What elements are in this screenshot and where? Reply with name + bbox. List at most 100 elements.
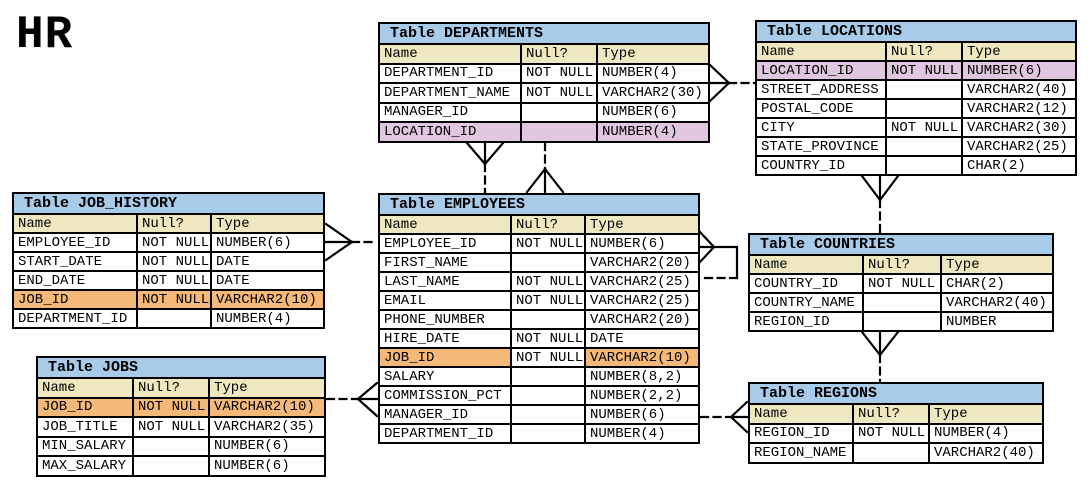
name-cell: START_DATE: [14, 253, 136, 270]
null-cell: NOT NULL: [862, 275, 940, 292]
type-cell: VARCHAR2(25): [961, 138, 1075, 155]
column-header-type: Type: [208, 379, 324, 397]
null-cell: NOT NULL: [136, 272, 210, 289]
name-cell: MIN_SALARY: [38, 437, 132, 455]
null-cell: NOT NULL: [510, 349, 584, 366]
name-cell: LOCATION_ID: [380, 123, 520, 141]
column-header-null: Null?: [136, 215, 210, 232]
name-cell: FIRST_NAME: [380, 254, 510, 271]
countries-title-bar: Table COUNTRIES: [750, 235, 1052, 254]
null-cell: [132, 437, 208, 455]
table-title: Table REGIONS: [760, 385, 878, 402]
null-cell: [885, 138, 961, 155]
table-title: Table COUNTRIES: [760, 236, 896, 253]
null-cell: [510, 425, 584, 442]
name-cell: STATE_PROVINCE: [757, 138, 885, 155]
type-cell: VARCHAR2(20): [584, 311, 698, 328]
column-header-null: Null?: [520, 45, 596, 63]
null-cell: [862, 313, 940, 330]
type-cell: NUMBER(4): [584, 425, 698, 442]
name-cell: PHONE_NUMBER: [380, 311, 510, 328]
type-cell: VARCHAR2(40): [961, 81, 1075, 98]
name-cell: DEPARTMENT_ID: [380, 425, 510, 442]
rel-employees-departments: [525, 141, 565, 194]
type-cell: NUMBER(6): [208, 437, 324, 455]
name-cell: HIRE_DATE: [380, 330, 510, 347]
type-cell: VARCHAR2(10): [584, 349, 698, 366]
null-cell: [885, 157, 961, 174]
type-cell: NUMBER(6): [584, 406, 698, 423]
table-title: Table LOCATIONS: [767, 23, 903, 40]
type-cell: CHAR(2): [961, 157, 1075, 174]
employees-row-department-id: DEPARTMENT_ID NUMBER(4): [380, 423, 698, 442]
rel-departments-locations: [708, 63, 757, 103]
null-cell: NOT NULL: [520, 84, 596, 102]
type-cell: VARCHAR2(30): [596, 84, 708, 102]
name-cell: DEPARTMENT_ID: [14, 310, 136, 327]
type-cell: VARCHAR2(20): [584, 254, 698, 271]
column-header-type: Type: [596, 45, 708, 63]
name-cell: REGION_NAME: [750, 444, 852, 462]
name-cell: JOB_TITLE: [38, 418, 132, 436]
locations-row-country-id: COUNTRY_ID CHAR(2): [757, 155, 1075, 174]
column-header-null: Null?: [862, 256, 940, 273]
name-cell: SALARY: [380, 368, 510, 385]
rel-locations-countries: [860, 174, 900, 234]
null-cell: NOT NULL: [885, 62, 961, 79]
type-cell: VARCHAR2(25): [584, 292, 698, 309]
null-cell: NOT NULL: [510, 330, 584, 347]
name-cell: COUNTRY_ID: [757, 157, 885, 174]
type-cell: VARCHAR2(40): [940, 294, 1052, 311]
null-cell: NOT NULL: [132, 418, 208, 436]
null-cell: NOT NULL: [885, 119, 961, 136]
type-cell: VARCHAR2(35): [208, 418, 324, 436]
rel-departments-employees-manager: [465, 141, 505, 194]
type-cell: CHAR(2): [940, 275, 1052, 292]
column-header-type: Type: [940, 256, 1052, 273]
name-cell: EMPLOYEE_ID: [380, 235, 510, 252]
null-cell: [510, 311, 584, 328]
name-cell: MANAGER_ID: [380, 406, 510, 423]
column-header-name: Name: [38, 379, 132, 397]
name-cell: LAST_NAME: [380, 273, 510, 290]
type-cell: NUMBER(6): [208, 457, 324, 475]
null-cell: NOT NULL: [510, 235, 584, 252]
null-cell: NOT NULL: [520, 64, 596, 82]
null-cell: NOT NULL: [136, 234, 210, 251]
column-header-name: Name: [750, 256, 862, 273]
null-cell: [885, 81, 961, 98]
column-header-null: Null?: [510, 216, 584, 233]
table-title: Table JOBS: [48, 359, 139, 376]
name-cell: CITY: [757, 119, 885, 136]
null-cell: [862, 294, 940, 311]
rel-job-history-employees: [324, 222, 379, 262]
name-cell: DEPARTMENT_NAME: [380, 84, 520, 102]
column-header-null: Null?: [852, 405, 928, 423]
null-cell: [510, 406, 584, 423]
